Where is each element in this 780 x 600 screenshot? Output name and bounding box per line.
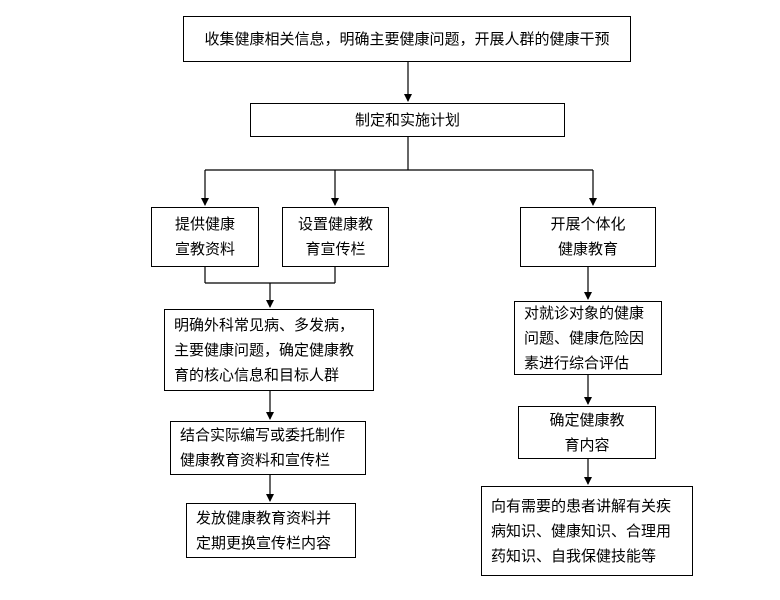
node-l4-label: 发放健康教育资料并定期更换宣传栏内容: [196, 508, 332, 552]
node-r3: 确定健康教育内容: [518, 406, 656, 459]
node-top: 收集健康相关信息，明确主要健康问题，开展人群的健康干预: [183, 16, 631, 62]
node-l4: 发放健康教育资料并定期更换宣传栏内容: [186, 503, 356, 558]
node-r4: 向有需要的患者讲解有关疾病知识、健康知识、合理用药知识、自我保健技能等: [481, 486, 693, 576]
node-r2: 对就诊对象的健康问题、健康危险因素进行综合评估: [514, 301, 662, 375]
node-l1b: 设置健康教育宣传栏: [282, 207, 389, 267]
node-plan: 制定和实施计划: [250, 103, 565, 137]
node-l3: 结合实际编写或委托制作健康教育资料和宣传栏: [170, 421, 366, 475]
node-r1: 开展个体化健康教育: [520, 207, 656, 267]
node-r3-label: 确定健康教育内容: [549, 410, 625, 454]
node-l3-label: 结合实际编写或委托制作健康教育资料和宣传栏: [180, 426, 346, 469]
node-r4-label: 向有需要的患者讲解有关疾病知识、健康知识、合理用药知识、自我保健技能等: [491, 496, 672, 565]
node-top-label: 收集健康相关信息，明确主要健康问题，开展人群的健康干预: [204, 29, 610, 48]
node-l1b-label: 设置健康教育宣传栏: [297, 215, 373, 258]
node-l2-label: 明确外科常见病、多发病，主要健康问题，确定健康教育的核心信息和目标人群: [174, 315, 355, 384]
node-r1-label: 开展个体化健康教育: [550, 215, 626, 258]
node-l1a-label: 提供健康宣教资料: [174, 215, 235, 258]
node-l2: 明确外科常见病、多发病，主要健康问题，确定健康教育的核心信息和目标人群: [164, 309, 374, 391]
node-l1a: 提供健康宣教资料: [151, 207, 259, 267]
node-plan-label: 制定和实施计划: [354, 110, 460, 129]
node-r2-label: 对就诊对象的健康问题、健康危险因素进行综合评估: [524, 303, 645, 372]
